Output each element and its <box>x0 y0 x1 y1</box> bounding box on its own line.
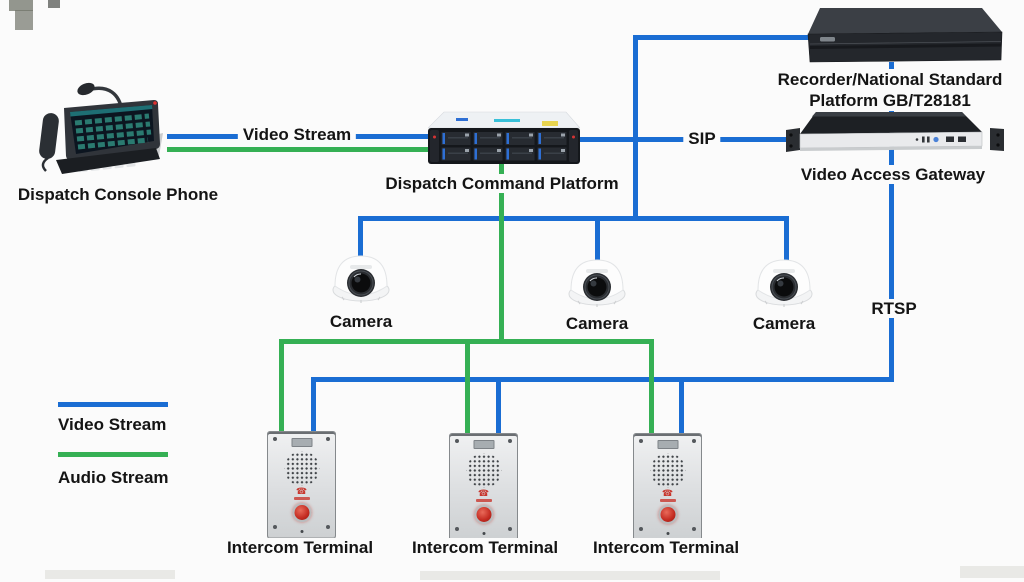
camera-2 <box>566 254 628 308</box>
gateway-ear-left <box>786 128 800 152</box>
camera-drop-2 <box>595 216 600 260</box>
mic-hole <box>482 532 485 535</box>
call-button[interactable] <box>292 503 311 522</box>
intercom-video-drop-1 <box>311 377 316 435</box>
handset-cord <box>41 156 49 172</box>
recorder-device <box>806 8 1004 64</box>
audio-line-phone-to-platform <box>167 147 435 152</box>
mic-hole <box>300 530 303 533</box>
speaker-grille <box>650 453 685 488</box>
dispatch-console-phone <box>30 78 170 180</box>
intercom-video-drop-2 <box>496 377 501 437</box>
intercom-video-bus <box>311 377 894 382</box>
intercom-video-drop-3 <box>679 377 684 437</box>
camera-1-label: Camera <box>324 312 398 331</box>
camera-2-label: Camera <box>560 314 634 333</box>
edge-smudge <box>45 570 175 579</box>
intercom-camera-slot <box>473 440 494 449</box>
speaker-grille <box>284 451 319 486</box>
corner-artifact <box>9 0 33 11</box>
intercom-red-text <box>659 499 676 502</box>
dispatch-command-platform-server <box>427 110 581 164</box>
camera-3-label: Camera <box>747 314 821 333</box>
intercom-audio-drop-3 <box>649 339 654 437</box>
intercom-terminal-2: ☎ <box>449 433 518 541</box>
rtsp-link-label: RTSP <box>866 299 922 318</box>
call-button[interactable] <box>658 505 677 524</box>
camera-3 <box>753 254 815 308</box>
video-stream-link-label: Video Stream <box>237 125 357 144</box>
intercom-terminal-3: ☎ <box>633 433 702 541</box>
intercom-3-label: Intercom Terminal <box>587 538 745 557</box>
corner-artifact <box>15 10 33 30</box>
gateway-label: Video Access Gateway <box>795 165 991 184</box>
camera-drop-1 <box>358 216 363 258</box>
corner-artifact <box>48 0 60 8</box>
intercom-audio-drop-1 <box>279 339 284 435</box>
call-button[interactable] <box>474 505 493 524</box>
intercom-camera-slot <box>291 438 312 447</box>
video-feed-vertical <box>633 35 638 221</box>
legend-audio-swatch <box>58 452 168 457</box>
screen-topbar <box>70 105 153 117</box>
phone-icon: ☎ <box>477 488 490 498</box>
intercom-red-text <box>475 499 492 502</box>
gateway-top <box>800 112 982 134</box>
drive-bays <box>440 131 568 162</box>
brand-logo <box>820 37 835 42</box>
mic-hole <box>666 532 669 535</box>
intercom-terminal-1: ☎ <box>267 431 336 539</box>
intercom-1-label: Intercom Terminal <box>221 538 379 557</box>
gateway-front <box>799 131 983 149</box>
legend-video-label: Video Stream <box>58 415 167 434</box>
sip-link-label: SIP <box>683 129 721 148</box>
legend-audio-label: Audio Stream <box>58 468 169 487</box>
status-led <box>153 101 157 105</box>
phone-icon: ☎ <box>661 488 674 498</box>
edge-smudge <box>960 566 1024 578</box>
intercom-audio-drop-2 <box>465 339 470 437</box>
video-line-to-recorder <box>633 35 810 40</box>
recorder-gateway-rtsp-vertical <box>889 62 894 382</box>
gateway-ear-right <box>990 128 1004 151</box>
camera-bus <box>358 216 789 221</box>
phone-label: Dispatch Console Phone <box>12 185 224 204</box>
speaker-grille <box>466 453 501 488</box>
camera-drop-3 <box>784 216 789 260</box>
recorder-top <box>808 8 1002 34</box>
intercom-2-label: Intercom Terminal <box>406 538 564 557</box>
mic-capsule <box>77 82 95 96</box>
phone-icon: ☎ <box>295 486 308 496</box>
handset <box>39 113 59 159</box>
intercom-red-text <box>293 497 310 500</box>
edge-smudge <box>420 571 720 580</box>
intercom-camera-slot <box>657 440 678 449</box>
video-access-gateway-device <box>786 112 1004 158</box>
platform-label: Dispatch Command Platform <box>380 174 624 193</box>
legend-video-swatch <box>58 402 168 407</box>
camera-1 <box>330 250 392 304</box>
recorder-label: Recorder/National Standard Platform GB/T… <box>772 69 1008 111</box>
audio-feed-vertical <box>499 158 504 344</box>
phone-base <box>56 148 160 174</box>
